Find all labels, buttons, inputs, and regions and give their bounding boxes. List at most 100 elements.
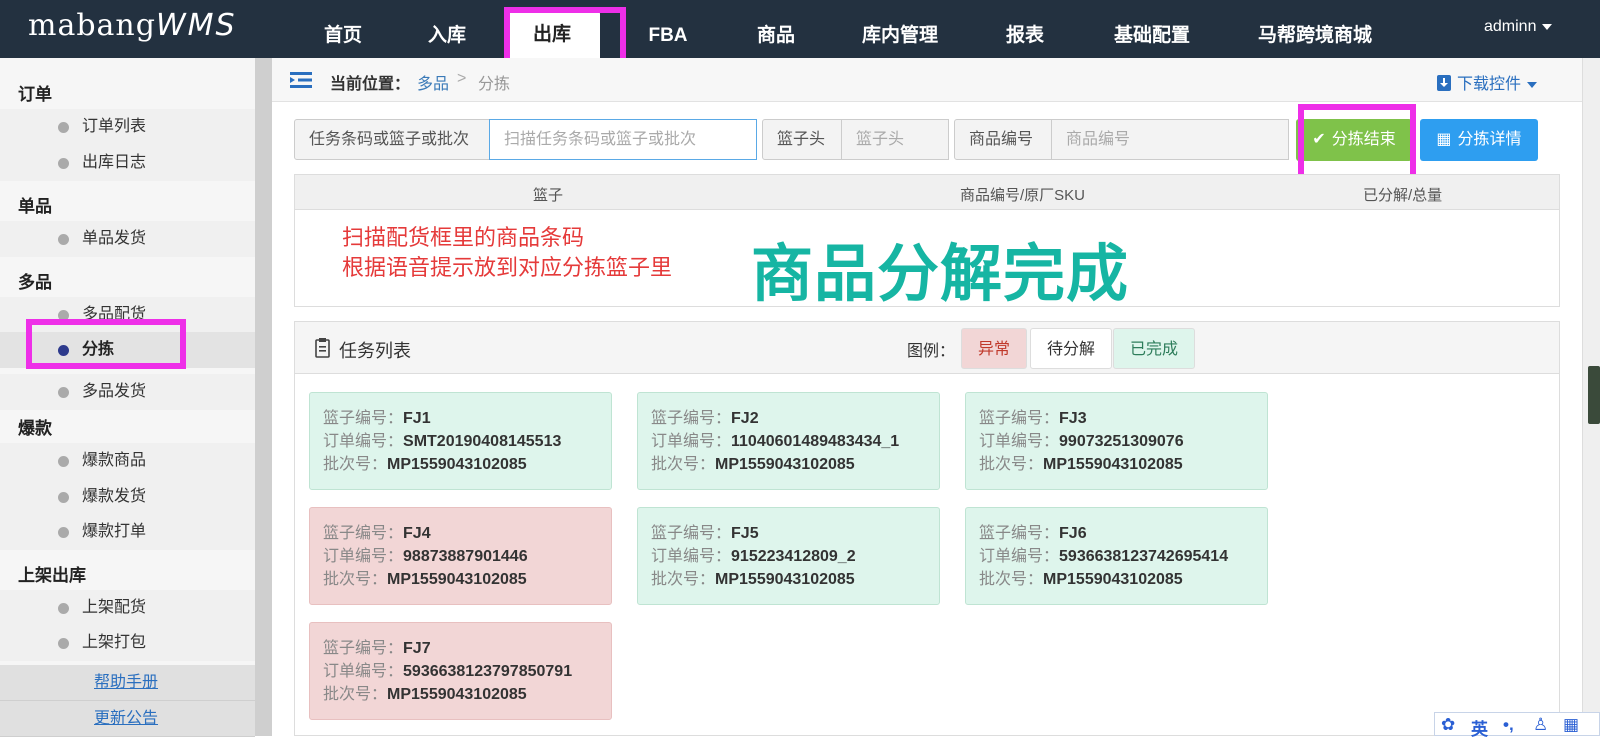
order-id: SMT20190408145513 xyxy=(403,433,562,450)
sidebar-item-hot-products[interactable]: 爆款商品 xyxy=(0,443,255,479)
sidebar-item-label: 上架打包 xyxy=(82,634,147,651)
help-manual-link[interactable]: 帮助手册 xyxy=(0,665,255,701)
sidebar-scrollbar[interactable] xyxy=(255,58,272,736)
bullet-icon xyxy=(58,456,69,467)
breadcrumb-label: 当前位置： xyxy=(330,76,411,93)
sidebar-item-multi-pick[interactable]: 多品配货 xyxy=(0,297,255,333)
ime-lang-toggle[interactable]: 英 xyxy=(1471,720,1488,739)
basket-field-label: 篮子编号： xyxy=(979,525,1060,542)
sidebar-item-hot-print[interactable]: 爆款打单 xyxy=(0,514,255,550)
nav-products[interactable]: 商品 xyxy=(756,25,795,46)
user-name: adminn xyxy=(1484,18,1537,35)
brand-prefix: mabang xyxy=(28,8,156,43)
nav-mall[interactable]: 马帮跨境商城 xyxy=(1257,25,1372,46)
basket-id: FJ3 xyxy=(1059,410,1087,427)
download-controls-button[interactable]: 下载控件 xyxy=(1437,70,1538,94)
punctuation-icon[interactable]: •, xyxy=(1503,715,1514,734)
sidebar-item-multi-ship[interactable]: 多品发货 xyxy=(0,374,255,410)
sidebar-item-hot-ship[interactable]: 爆款发货 xyxy=(0,479,255,515)
brand-logo[interactable]: mabangWMS xyxy=(28,8,237,43)
paw-icon[interactable]: ✿ xyxy=(1441,715,1456,734)
sidebar-group-hot: 爆款 xyxy=(18,419,52,438)
sku-input[interactable] xyxy=(1051,119,1289,160)
order-id: 5936638123797850791 xyxy=(403,663,573,680)
batch-field-label: 批次号： xyxy=(651,571,716,588)
order-field-label: 订单编号： xyxy=(979,548,1060,565)
task-scan-input[interactable] xyxy=(489,119,757,160)
sidebar-item-shelf-pack[interactable]: 上架打包 xyxy=(0,625,255,661)
basket-field-label: 篮子编号： xyxy=(979,410,1060,427)
download-icon xyxy=(1437,75,1451,91)
order-id: 5936638123742695414 xyxy=(1059,548,1229,565)
order-id: 98873887901446 xyxy=(403,548,528,565)
sorting-detail-button[interactable]: ▦ 分拣详情 xyxy=(1420,119,1538,161)
task-card-fj3[interactable]: 篮子编号：FJ3 订单编号：99073251309076 批次号：MP15590… xyxy=(965,392,1268,490)
basket-id: FJ5 xyxy=(731,525,759,542)
clipboard-icon: ▦ xyxy=(1436,131,1452,148)
sidebar-item-single-ship[interactable]: 单品发货 xyxy=(0,221,255,257)
bullet-icon xyxy=(58,345,69,356)
instruction-line-1: 扫描配货框里的商品条码 xyxy=(342,225,585,250)
menu-toggle-icon[interactable] xyxy=(290,70,312,90)
task-card-fj1[interactable]: 篮子编号：FJ1 订单编号：SMT20190408145513 批次号：MP15… xyxy=(309,392,612,490)
breadcrumb: 当前位置： 多品 > 分拣 下载控件 xyxy=(272,58,1582,102)
batch-field-label: 批次号： xyxy=(323,456,388,473)
brand-suffix: WMS xyxy=(155,8,237,43)
order-field-label: 订单编号： xyxy=(979,433,1060,450)
task-card-fj7[interactable]: 篮子编号：FJ7 订单编号：5936638123797850791 批次号：MP… xyxy=(309,622,612,720)
nav-home[interactable]: 首页 xyxy=(323,25,362,46)
basket-label: 篮子头 xyxy=(777,131,826,148)
bullet-icon xyxy=(58,387,69,398)
legend-done: 已完成 xyxy=(1113,328,1196,369)
sidebar-item-label: 爆款打单 xyxy=(82,523,147,540)
breadcrumb-current: 分拣 xyxy=(478,76,511,93)
result-table: 篮子 商品编号/原厂SKU 已分解/总量 扫描配货框里的商品条码 根据语音提示放… xyxy=(294,174,1560,309)
result-table-header: 篮子 商品编号/原厂SKU 已分解/总量 xyxy=(295,175,1559,210)
breadcrumb-parent[interactable]: 多品 xyxy=(417,76,450,93)
task-card-fj5[interactable]: 篮子编号：FJ5 订单编号：915223412809_2 批次号：MP15590… xyxy=(637,507,940,605)
top-navbar: mabangWMS 首页 入库 出库 FBA 商品 库内管理 报表 基础配置 马… xyxy=(0,0,1600,58)
sidebar-item-label: 单品发货 xyxy=(82,230,147,247)
sidebar-group-orders: 订单 xyxy=(18,85,52,104)
sorting-detail-label: 分拣详情 xyxy=(1457,131,1522,148)
nav-config[interactable]: 基础配置 xyxy=(1113,25,1190,46)
task-card-fj2[interactable]: 篮子编号：FJ2 订单编号：11040601489483434_1 批次号：MP… xyxy=(637,392,940,490)
chevron-down-icon xyxy=(1542,23,1553,30)
batch-id: MP1559043102085 xyxy=(1043,571,1183,588)
order-id: 11040601489483434_1 xyxy=(731,433,900,450)
nav-reports[interactable]: 报表 xyxy=(1005,25,1044,46)
bullet-icon xyxy=(58,638,69,649)
nav-inbound[interactable]: 入库 xyxy=(427,25,466,46)
column-sku: 商品编号/原厂SKU xyxy=(960,187,1086,204)
user-icon[interactable]: ♙ xyxy=(1533,715,1549,734)
sidebar-item-outbound-log[interactable]: 出库日志 xyxy=(0,145,255,181)
grid-icon[interactable]: ▦ xyxy=(1563,715,1580,734)
breadcrumb-separator: > xyxy=(457,70,467,87)
basket-input[interactable] xyxy=(841,119,949,160)
download-controls-label: 下载控件 xyxy=(1457,76,1522,93)
nav-fba[interactable]: FBA xyxy=(648,25,688,46)
user-menu[interactable]: adminn xyxy=(1484,18,1553,36)
order-field-label: 订单编号： xyxy=(323,663,404,680)
legend-label: 图例： xyxy=(907,343,956,360)
batch-field-label: 批次号： xyxy=(323,686,388,703)
page-scrollbar-thumb[interactable] xyxy=(1588,366,1600,424)
legend-error: 异常 xyxy=(961,328,1028,369)
bullet-icon xyxy=(58,122,69,133)
finish-sorting-button[interactable]: ✔分拣结束 xyxy=(1296,119,1412,161)
update-notice-link[interactable]: 更新公告 xyxy=(0,701,255,737)
sidebar-item-shelf-pick[interactable]: 上架配货 xyxy=(0,590,255,626)
nav-outbound[interactable]: 出库 xyxy=(504,12,600,58)
ime-toolbar[interactable]: ✿ 英 •, ♙ ▦ xyxy=(1434,712,1600,739)
task-card-fj4[interactable]: 篮子编号：FJ4 订单编号：98873887901446 批次号：MP15590… xyxy=(309,507,612,605)
nav-warehouse[interactable]: 库内管理 xyxy=(861,25,938,46)
sidebar-item-order-list[interactable]: 订单列表 xyxy=(0,109,255,145)
task-card-fj6[interactable]: 篮子编号：FJ6 订单编号：5936638123742695414 批次号：MP… xyxy=(965,507,1268,605)
instruction-line-2: 根据语音提示放到对应分拣篮子里 xyxy=(342,255,673,280)
batch-field-label: 批次号： xyxy=(323,571,388,588)
basket-id: FJ6 xyxy=(1059,525,1087,542)
sidebar-item-sorting[interactable]: 分拣 xyxy=(0,332,255,368)
column-basket: 篮子 xyxy=(533,187,564,204)
basket-field-label: 篮子编号： xyxy=(323,410,404,427)
sidebar-item-label: 多品发货 xyxy=(82,383,147,400)
